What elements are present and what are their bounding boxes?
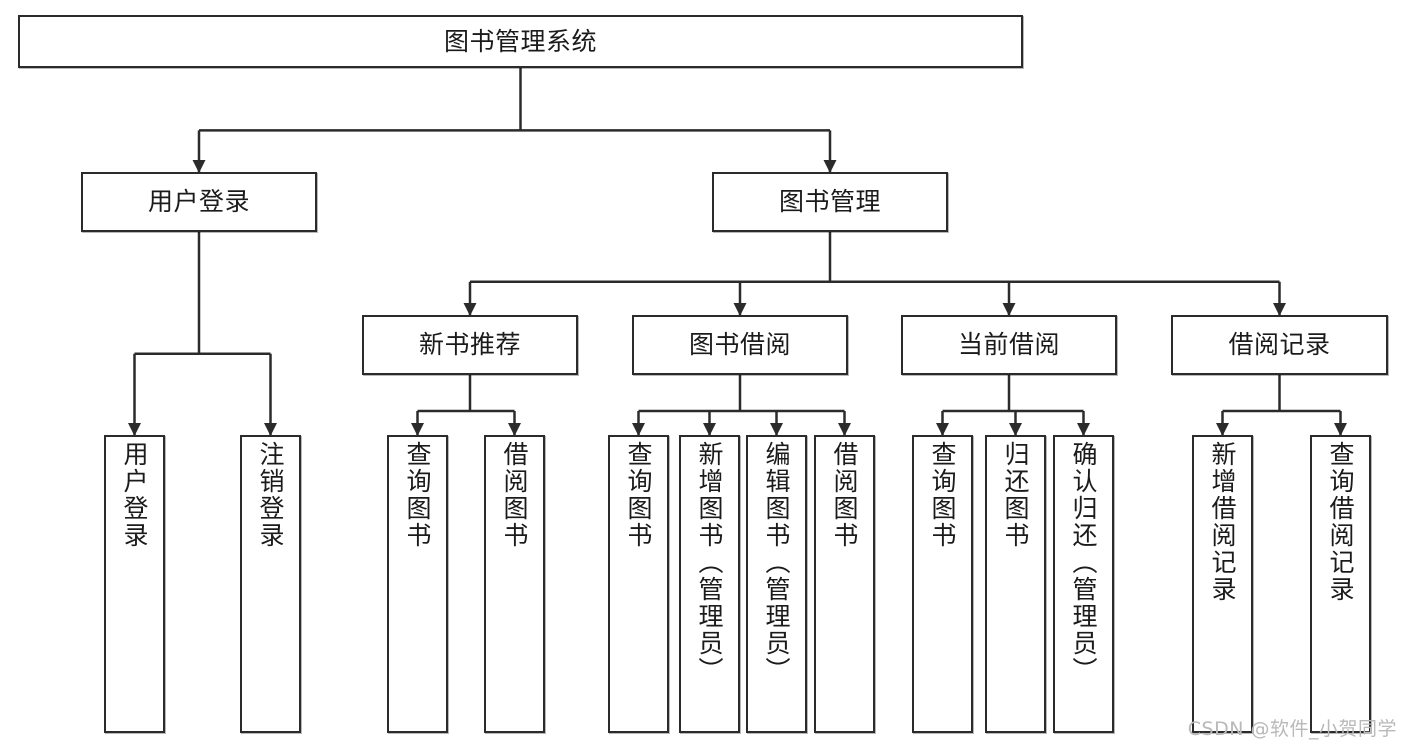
node-leaf-add-borrowing-record[interactable]: 新增借阅记录 <box>1192 435 1253 733</box>
watermark-text: CSDN @软件_小贺同学 <box>1187 718 1397 740</box>
node-label: 归还图书 <box>1001 441 1030 549</box>
node-book-management-system[interactable]: 图书管理系统 <box>18 15 1023 68</box>
node-book-management[interactable]: 图书管理 <box>712 172 948 232</box>
node-label: 新增图书（管理员） <box>695 441 724 684</box>
node-borrowing-record[interactable]: 借阅记录 <box>1171 315 1388 375</box>
node-label: 图书管理系统 <box>443 26 597 56</box>
node-leaf-return-book[interactable]: 归还图书 <box>985 435 1046 733</box>
node-label: 新增借阅记录 <box>1208 441 1237 603</box>
node-label: 编辑图书（管理员） <box>762 441 791 684</box>
node-label: 图书管理 <box>778 187 881 217</box>
node-leaf-borrow-book-recommendation[interactable]: 借阅图书 <box>484 435 545 733</box>
node-current-borrowing[interactable]: 当前借阅 <box>901 315 1117 375</box>
node-label: 借阅图书 <box>830 441 859 549</box>
node-leaf-user-login[interactable]: 用户登录 <box>104 435 165 733</box>
node-label: 用户登录 <box>120 441 149 549</box>
node-label: 图书借阅 <box>688 330 791 360</box>
node-label: 借阅记录 <box>1228 330 1331 360</box>
node-label: 新书推荐 <box>418 330 521 360</box>
node-leaf-query-borrowing-record[interactable]: 查询借阅记录 <box>1310 435 1371 733</box>
node-user-login[interactable]: 用户登录 <box>81 172 317 232</box>
node-label: 注销登录 <box>256 441 285 549</box>
node-leaf-confirm-return-admin[interactable]: 确认归还（管理员） <box>1053 435 1114 733</box>
node-new-book-recommendation[interactable]: 新书推荐 <box>362 315 578 375</box>
node-leaf-logout[interactable]: 注销登录 <box>240 435 301 733</box>
node-label: 用户登录 <box>147 187 250 217</box>
node-leaf-add-book-admin[interactable]: 新增图书（管理员） <box>679 435 740 733</box>
node-label: 查询图书 <box>928 441 957 549</box>
node-leaf-borrow-book[interactable]: 借阅图书 <box>814 435 875 733</box>
node-label: 借阅图书 <box>500 441 529 549</box>
node-leaf-query-book-current[interactable]: 查询图书 <box>912 435 973 733</box>
node-leaf-query-book-recommendation[interactable]: 查询图书 <box>387 435 448 733</box>
node-leaf-query-book-borrowing[interactable]: 查询图书 <box>608 435 669 733</box>
node-book-borrowing[interactable]: 图书借阅 <box>632 315 848 375</box>
node-label: 查询借阅记录 <box>1326 441 1355 603</box>
node-leaf-edit-book-admin[interactable]: 编辑图书（管理员） <box>746 435 807 733</box>
node-label: 当前借阅 <box>957 330 1060 360</box>
node-label: 查询图书 <box>403 441 432 549</box>
node-label: 确认归还（管理员） <box>1069 441 1098 684</box>
node-label: 查询图书 <box>624 441 653 549</box>
